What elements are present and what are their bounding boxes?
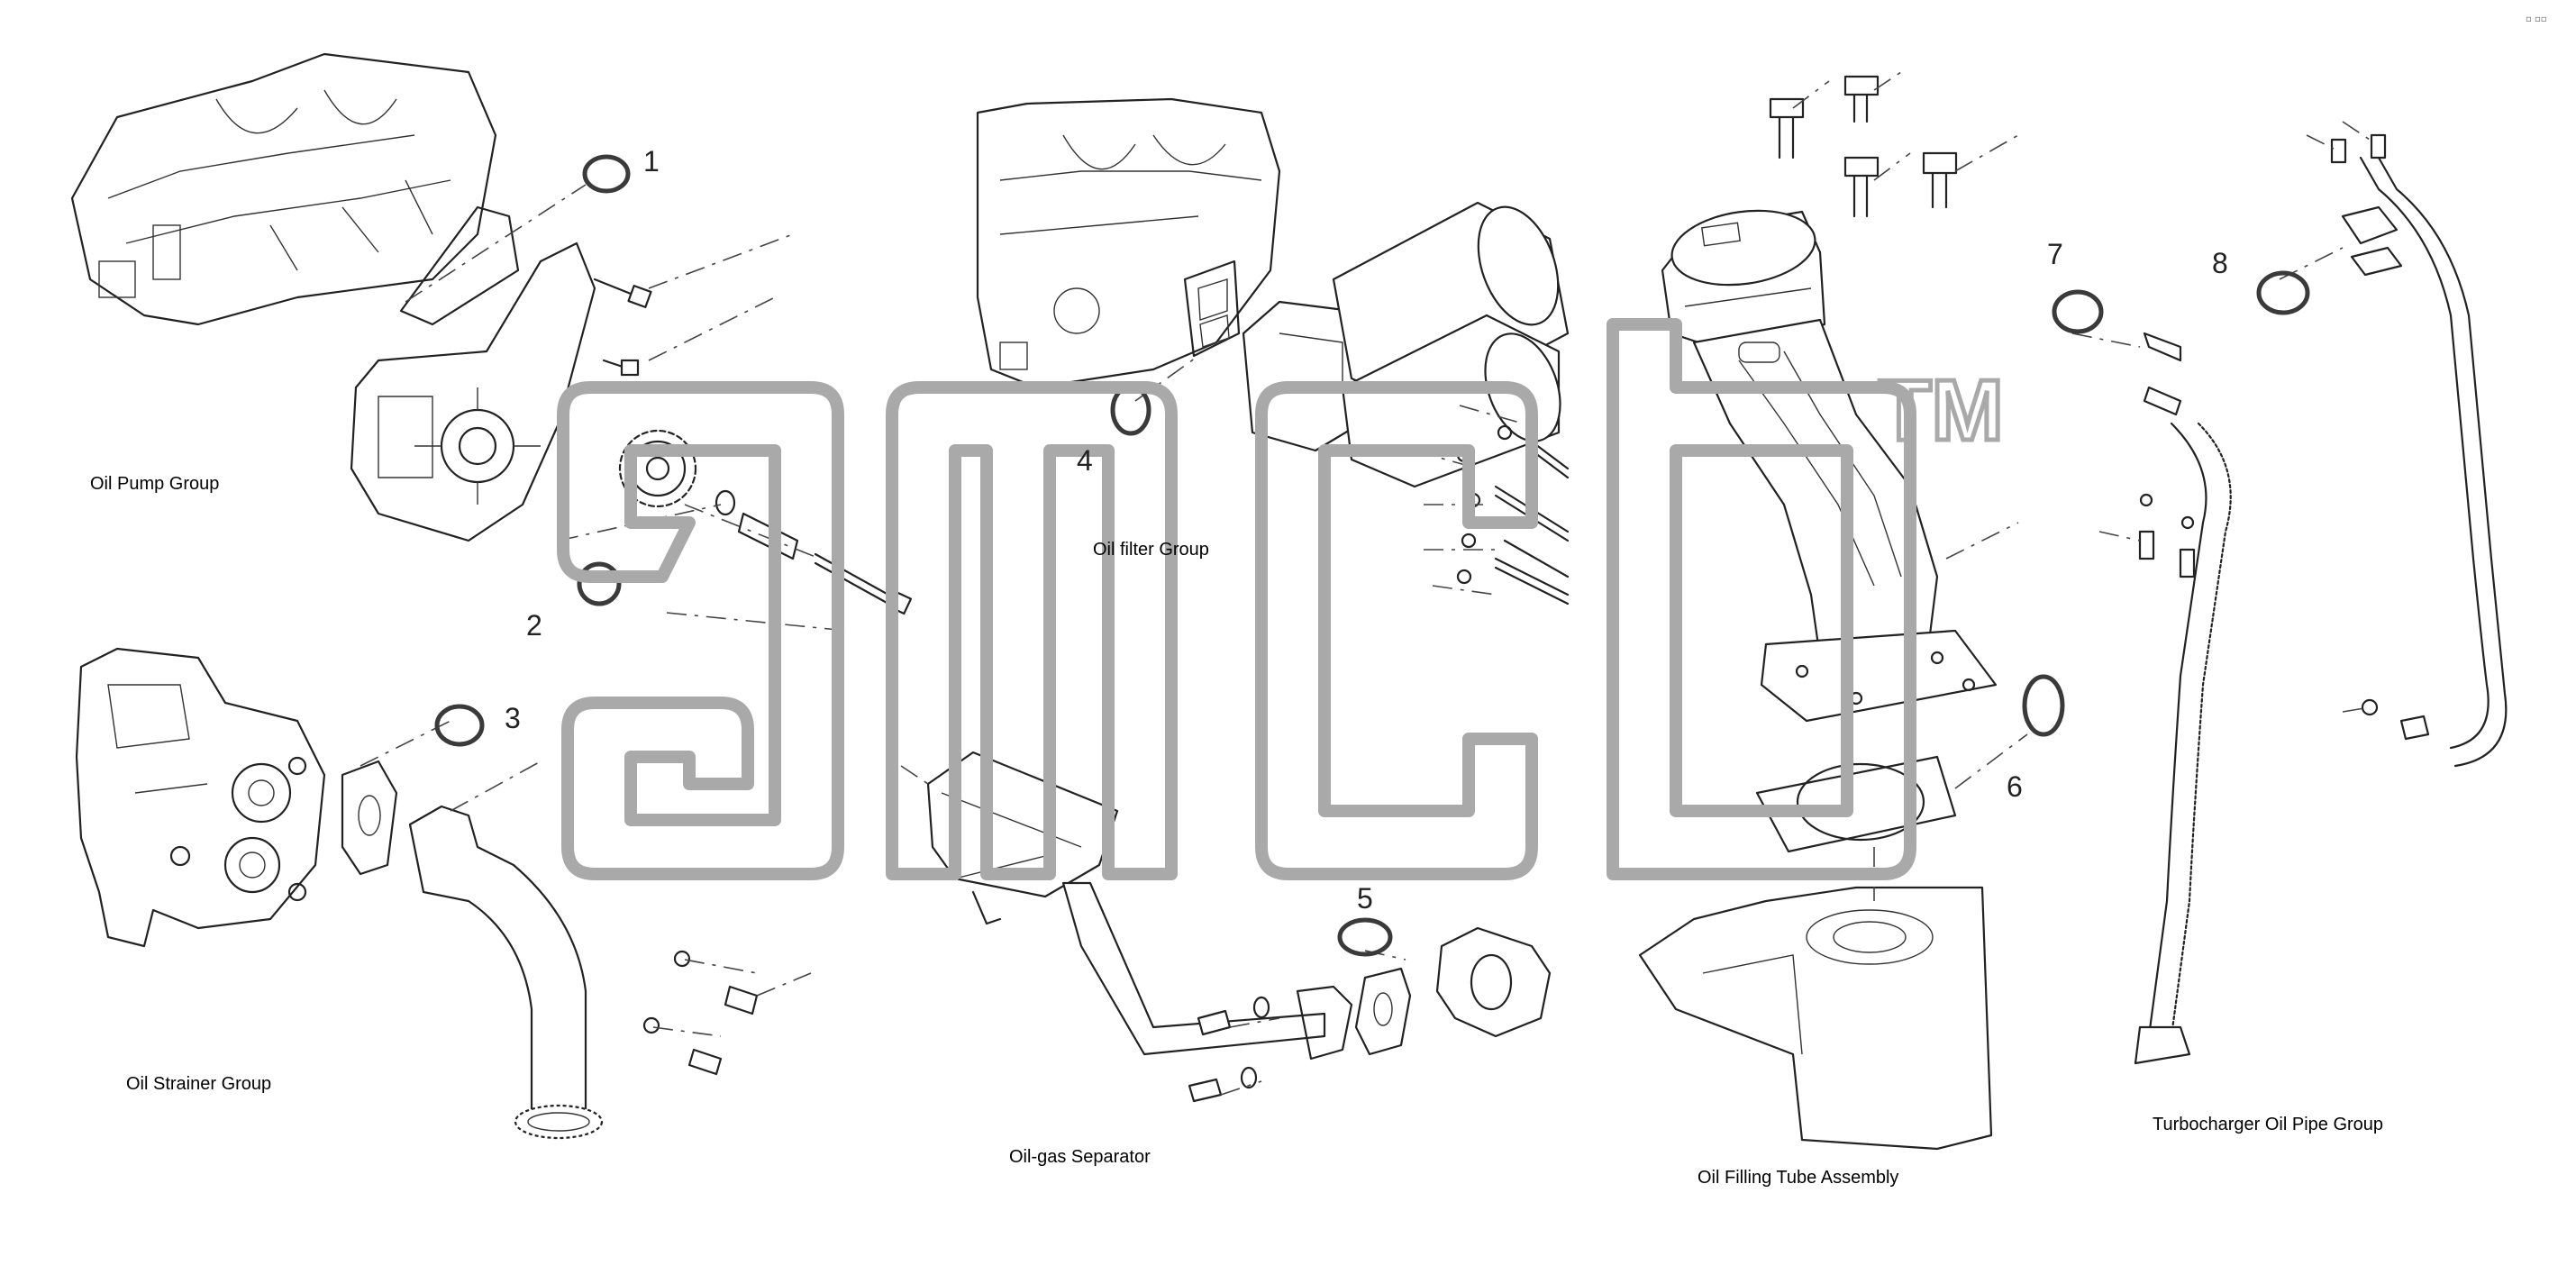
caption-oil-strainer-group: Oil Strainer Group <box>126 1074 271 1094</box>
leader-line-1 <box>405 184 587 303</box>
marker-ring-2 <box>577 561 622 606</box>
separator-gasket <box>1354 967 1412 1056</box>
caption-oil-gas-separator: Oil-gas Separator <box>1009 1147 1151 1167</box>
callout-1: 1 <box>643 145 660 178</box>
turbo-fasteners <box>2138 133 2387 716</box>
group-captions: Oil Pump Group Oil Strainer Group Oil fi… <box>90 474 2383 1188</box>
filler-gasket <box>1755 755 1957 853</box>
oil-gas-separator-illustration <box>900 751 1552 1103</box>
engine-block-left <box>70 52 497 326</box>
marker-ring-3 <box>434 704 485 747</box>
filler-flange <box>1760 629 1998 723</box>
callout-8: 8 <box>2212 247 2228 279</box>
separator-box <box>926 751 1119 925</box>
watermark-trademark: TM <box>1879 362 2004 459</box>
marker-ring-1 <box>582 154 631 194</box>
strainer-tube <box>408 805 604 1140</box>
strainer-pump-housing <box>75 647 326 948</box>
filler-cap <box>1661 209 1826 349</box>
oil-filter-group-illustration <box>976 97 1570 606</box>
marker-ring-6 <box>2022 674 2065 737</box>
callout-4: 4 <box>1077 444 1093 477</box>
callout-5: 5 <box>1357 882 1373 915</box>
leader-line-7 <box>2071 332 2141 348</box>
shaft-washer <box>715 489 736 516</box>
marker-ring-8 <box>2256 270 2310 315</box>
svg-text:▫ ▫▫: ▫ ▫▫ <box>2526 14 2547 24</box>
oil-strainer-group-illustration <box>75 647 812 1140</box>
strainer-gasket <box>341 760 398 876</box>
engine-block-center <box>976 97 1281 389</box>
callout-7: 7 <box>2047 238 2063 270</box>
callout-numbers: 1 2 3 4 5 6 7 8 <box>505 145 2228 915</box>
callout-2: 2 <box>526 609 542 642</box>
turbo-return-pipe <box>2341 156 2508 768</box>
marker-ring-5 <box>1337 917 1393 957</box>
idler-shaft <box>737 512 799 560</box>
oil-pump-group-illustration <box>70 52 913 632</box>
pump-bolts <box>593 278 652 377</box>
pump-gasket <box>399 205 520 326</box>
callout-3: 3 <box>505 702 521 734</box>
separator-flange <box>1435 926 1552 1038</box>
caption-turbocharger-oil-pipe-group: Turbocharger Oil Pipe Group <box>2153 1115 2383 1134</box>
leader-line-6 <box>1954 733 2028 789</box>
turbocharger-oil-pipe-illustration <box>2052 121 2508 1065</box>
filter-cartridges <box>1332 201 1570 488</box>
oil-pump-body <box>350 241 596 542</box>
long-bolt <box>814 552 898 610</box>
filler-bolts <box>1769 75 1958 218</box>
filler-base-block <box>1638 886 1993 1151</box>
filter-gasket <box>1183 260 1241 358</box>
turbo-feed-pipe <box>2134 332 2232 1065</box>
marker-ring-7 <box>2052 289 2104 334</box>
strainer-fasteners <box>642 950 759 1076</box>
callout-6: 6 <box>2007 770 2023 803</box>
caption-oil-pump-group: Oil Pump Group <box>90 474 219 494</box>
separator-fasteners <box>1188 996 1270 1103</box>
separator-pipe <box>1061 881 1353 1061</box>
caption-oil-filling-tube-assembly: Oil Filling Tube Assembly <box>1698 1168 1898 1188</box>
watermark-logo: TM <box>557 318 2006 880</box>
caption-oil-filter-group: Oil filter Group <box>1093 540 1209 560</box>
